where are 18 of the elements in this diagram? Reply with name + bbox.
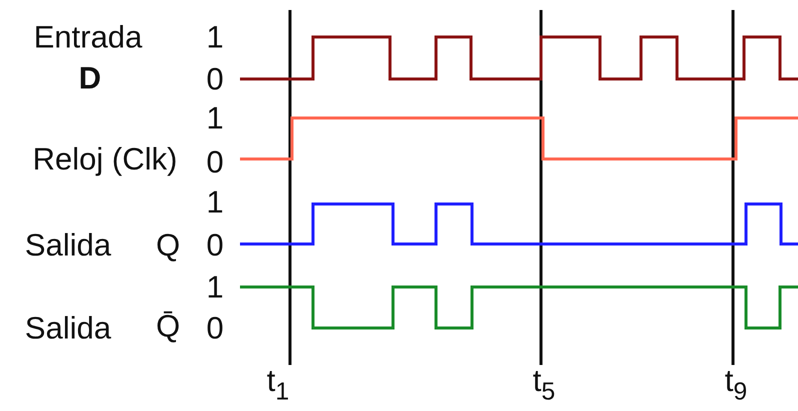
signal-name: Salida — [24, 312, 112, 344]
level-label: 1 — [206, 22, 224, 52]
signal-name: Q — [156, 230, 180, 260]
time-label: t$_{1}$ — [266, 364, 290, 406]
signal-name: Salida — [24, 230, 112, 260]
level-label: 0 — [206, 64, 224, 94]
level-label: 0 — [206, 146, 224, 178]
time-label: t$_{5}$ — [532, 364, 556, 406]
level-label: 1 — [206, 102, 224, 134]
level-label: 0 — [206, 230, 224, 260]
signal-name: Entrada — [34, 22, 142, 52]
level-label: 1 — [206, 272, 224, 302]
signal-name: Q̄ — [156, 310, 180, 342]
time-label: t$_{9}$ — [724, 364, 748, 406]
signal-name: D — [78, 62, 102, 94]
signal-name: Reloj (Clk) — [32, 144, 178, 174]
level-label: 1 — [206, 186, 224, 218]
level-label: 0 — [206, 312, 224, 344]
